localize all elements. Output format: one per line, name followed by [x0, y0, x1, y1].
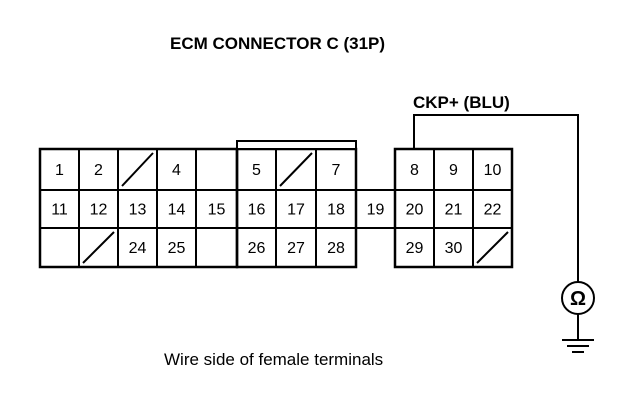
blank-cavity [472, 227, 513, 268]
pin-label: 17 [287, 202, 305, 219]
ohmmeter: Ω [561, 281, 595, 353]
pin-24: 24 [117, 227, 158, 268]
pin-label: 11 [51, 202, 68, 219]
ground-icon [562, 339, 594, 353]
pin-27: 27 [275, 227, 317, 268]
probe-label: CKP+ (BLU) [413, 93, 510, 112]
pin-21: 21 [433, 189, 474, 229]
probe-wire [413, 114, 579, 282]
housing-outline [38, 140, 514, 269]
pin-label: 21 [445, 202, 463, 219]
blank-cavity [117, 148, 158, 191]
pin-12: 12 [78, 189, 119, 229]
pin-label: 27 [287, 240, 305, 257]
pin-10: 10 [472, 148, 513, 191]
pin-11: 11 [39, 189, 80, 229]
pin-label: 12 [90, 202, 108, 219]
pin-5: 5 [236, 148, 277, 191]
pin-label: 1 [55, 162, 64, 179]
pin-label: 25 [168, 240, 186, 257]
pin-29: 29 [394, 227, 435, 268]
pin-19: 19 [355, 189, 396, 229]
pin-15: 15 [195, 189, 238, 229]
pin-17: 17 [275, 189, 317, 229]
pin-label: 19 [367, 202, 385, 219]
cavity-slash [279, 152, 313, 187]
pin-label: 20 [406, 202, 424, 219]
pin-label: 13 [129, 202, 147, 219]
pin-label: 2 [94, 162, 103, 179]
pin-label: 29 [406, 240, 424, 257]
pin-22: 22 [472, 189, 513, 229]
pin-label: 15 [208, 202, 226, 219]
pin-2: 2 [78, 148, 119, 191]
pin-label: 10 [484, 162, 502, 179]
pin-label: 30 [445, 240, 463, 257]
pin-label: 22 [484, 202, 502, 219]
pin-label: 14 [168, 202, 186, 219]
ohm-symbol: Ω [570, 288, 586, 310]
diagram-title: ECM CONNECTOR C (31P) [170, 34, 385, 53]
diagram-caption: Wire side of female terminals [164, 350, 383, 369]
cavity-slash [121, 152, 154, 187]
pin-label: 24 [129, 240, 147, 257]
pin-label: 8 [410, 162, 419, 179]
blank-cavity [78, 227, 119, 268]
pin-14: 14 [156, 189, 197, 229]
pin-1: 1 [39, 148, 80, 191]
pin-18: 18 [315, 189, 357, 229]
pin-label: 28 [327, 240, 345, 257]
pin-label: 26 [248, 240, 266, 257]
pin-label: 9 [449, 162, 458, 179]
pin-7: 7 [315, 148, 357, 191]
pin-9: 9 [433, 148, 474, 191]
blank-cavity [275, 148, 317, 191]
pin-8: 8 [394, 148, 435, 191]
pin-label: 5 [252, 162, 261, 179]
pin-label: 16 [248, 202, 266, 219]
pin-label: 18 [327, 202, 345, 219]
pin-28: 28 [315, 227, 357, 268]
pin-label: 4 [172, 162, 181, 179]
cavity-slash [82, 231, 115, 264]
pin-30: 30 [433, 227, 474, 268]
pin-26: 26 [236, 227, 277, 268]
cavity-slash [476, 231, 509, 264]
pin-20: 20 [394, 189, 435, 229]
pin-label: 7 [332, 162, 341, 179]
pin-16: 16 [236, 189, 277, 229]
lock-tab [236, 140, 357, 150]
pin-4: 4 [156, 148, 197, 191]
pin-13: 13 [117, 189, 158, 229]
pin-25: 25 [156, 227, 197, 268]
